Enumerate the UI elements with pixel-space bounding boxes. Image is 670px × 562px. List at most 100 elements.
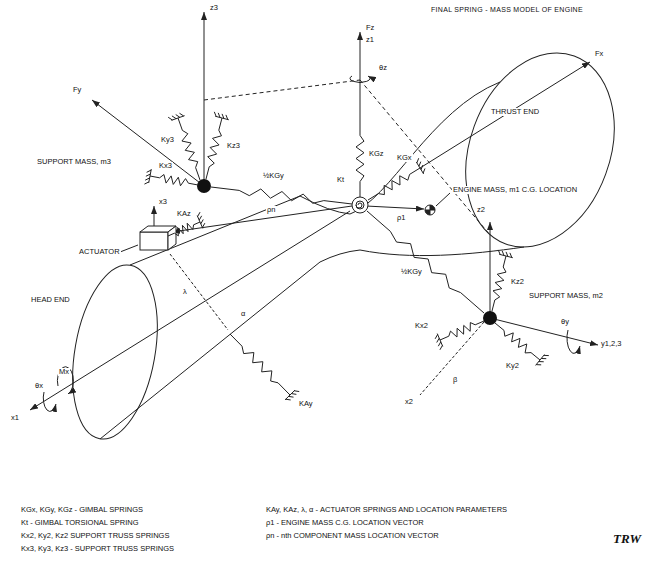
- legend-note: KGx, KGy, KGz - GIMBAL SPRINGS: [20, 506, 144, 514]
- spring-symbol: [168, 222, 200, 236]
- spring-symbol: [178, 118, 200, 180]
- parameter-label: α: [240, 310, 246, 318]
- axis-label: x3: [158, 198, 168, 206]
- legend-note: Kx2, Ky2, Kz2 SUPPORT TRUSS SPRINGS: [20, 532, 170, 540]
- axis-label: x1: [10, 414, 20, 422]
- rotation-arrow: [350, 76, 370, 82]
- company-logo: TRW: [612, 532, 642, 545]
- y-axis: [92, 100, 204, 186]
- rotation-label: θy: [560, 318, 570, 326]
- mass-label: SUPPORT MASS, m2: [528, 292, 604, 300]
- spring-label: KGx: [396, 154, 413, 162]
- legend-note: ρn - nth COMPONENT MASS LOCATION VECTOR: [265, 532, 440, 540]
- spring-label: Kx2: [414, 322, 429, 330]
- ground-symbol: [285, 390, 299, 400]
- z1-axis: [360, 32, 361, 120]
- ground-symbol: [144, 169, 151, 184]
- spring-symbol: [206, 118, 222, 179]
- parameter-label: λ: [182, 288, 188, 296]
- rotation-arrow: [567, 330, 580, 353]
- force-label: Fz: [365, 24, 375, 32]
- ground-symbol: [498, 250, 513, 258]
- ground-symbol: [416, 158, 425, 174]
- moment-label: Mx: [58, 368, 70, 376]
- vector-label: ρn: [266, 206, 276, 214]
- engine-upper-contour: [130, 82, 500, 265]
- spring-label: ½KGy: [262, 172, 285, 180]
- axis-label: z3: [209, 4, 219, 12]
- spring-label: Kz3: [226, 142, 241, 150]
- ground-symbol: [197, 212, 205, 228]
- reference-plane: [360, 80, 490, 235]
- legend-note: KAy, KAz, λ, α - ACTUATOR SPRINGS AND LO…: [265, 506, 508, 514]
- reference-plane: [204, 80, 360, 100]
- spring-symbol: [440, 321, 484, 340]
- y-axis: [490, 318, 598, 345]
- spring-symbol: [367, 211, 484, 313]
- axis-label: z2: [476, 206, 486, 214]
- support-mass: [483, 311, 497, 325]
- legend-note: Kx3, Ky3, Kz3 - SUPPORT TRUSS SPRINGS: [20, 545, 175, 553]
- head-end-outline: [60, 258, 169, 445]
- actuator-offset: [170, 254, 228, 330]
- spring-label: KAz: [176, 210, 192, 218]
- parameter-label: β: [452, 376, 458, 384]
- gimbal: [356, 201, 364, 209]
- spring-label: Ky2: [505, 362, 520, 370]
- gimbal: [352, 197, 368, 213]
- x3-axis: [154, 206, 155, 226]
- spring-symbol: [150, 175, 198, 186]
- spring-label: Kt: [336, 176, 345, 184]
- component-vector: [172, 206, 352, 232]
- spring-label: Kz2: [510, 278, 525, 286]
- mass-label: ENGINE MASS, m1 C.G. LOCATION: [452, 186, 578, 194]
- spring-symbol: [495, 323, 540, 360]
- force-label: Fx: [594, 50, 604, 58]
- rotation-label: θx: [34, 382, 44, 390]
- rotation-arrow: [43, 392, 56, 411]
- legend-note: Kt - GIMBAL TORSIONAL SPRING: [20, 519, 140, 527]
- support-angle-line: [420, 322, 484, 395]
- spring-label: KGz: [368, 150, 385, 158]
- cg-marker: [425, 205, 435, 215]
- spring-symbol: [356, 120, 364, 197]
- x-axis: [420, 62, 590, 168]
- ground-symbol: [536, 355, 549, 366]
- cg-vector: [366, 206, 424, 209]
- cg-marker: [425, 205, 435, 215]
- ground-symbol: [214, 112, 228, 120]
- end-label: HEAD END: [30, 296, 71, 304]
- mass-label: SUPPORT MASS, m3: [36, 158, 112, 166]
- rotation-label: θz: [378, 64, 388, 72]
- spring-symbol: [492, 256, 506, 311]
- thrust-end-outline: [440, 32, 640, 268]
- leader-line: [436, 193, 450, 206]
- vector-label: ρ1: [396, 214, 406, 222]
- spring-symbol: [368, 168, 420, 200]
- support-mass: [197, 179, 211, 193]
- spring-label: Kx3: [158, 162, 173, 170]
- moment-arrow: [57, 367, 73, 394]
- spring-group: [144, 112, 548, 400]
- end-label: THRUST END: [490, 108, 540, 116]
- axis-label: z1: [365, 36, 375, 44]
- part-label: ACTUATOR: [78, 248, 121, 256]
- ground-symbol: [435, 334, 443, 350]
- actuator-box: [168, 226, 176, 250]
- spring-label: ½KGy: [400, 268, 423, 276]
- legend-note: ρ1 - ENGINE MASS C.G. LOCATION VECTOR: [265, 519, 425, 527]
- ground-symbol: [168, 113, 184, 120]
- actuator-box: [140, 232, 168, 250]
- diagram-title: FINAL SPRING - MASS MODEL OF ENGINE: [430, 6, 584, 13]
- z3-axis: [204, 12, 205, 186]
- spring-label: Ky3: [160, 136, 175, 144]
- axis-label: x2: [404, 398, 414, 406]
- cg-marker: [425, 205, 435, 215]
- x-axis: [30, 211, 350, 410]
- spring-symbol: [211, 187, 352, 204]
- force-label: Fy: [72, 86, 82, 94]
- torsion-spring: [356, 203, 362, 208]
